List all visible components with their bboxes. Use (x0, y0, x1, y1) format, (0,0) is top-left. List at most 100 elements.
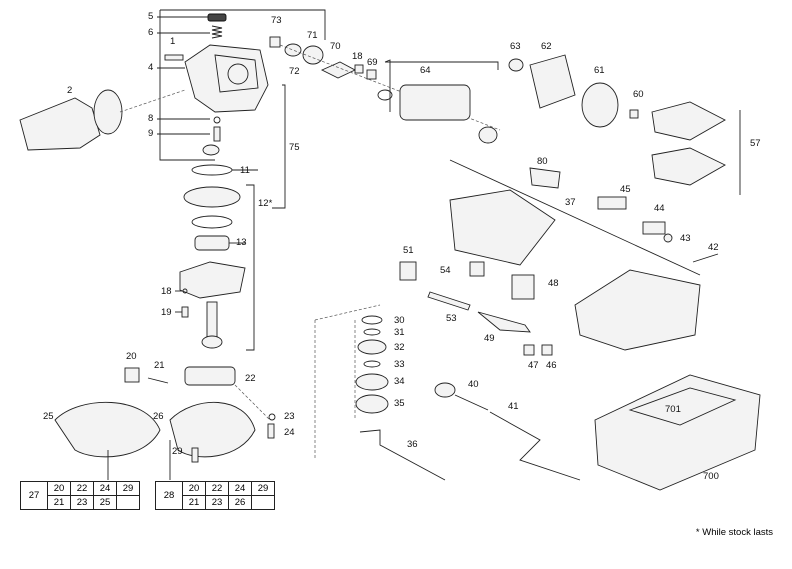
label-18-lower: 18 (161, 286, 172, 297)
part-11-o-ring (191, 164, 233, 176)
part-60-clip (629, 109, 639, 119)
kit-27-cell: 20 (47, 481, 71, 496)
kit-27-cell: 22 (70, 481, 94, 496)
part-700-case (594, 374, 761, 491)
kit-27-cell: 21 (47, 495, 71, 510)
label-30: 30 (394, 315, 405, 326)
part-20-lever (124, 367, 140, 383)
part-62-baffle (529, 54, 576, 109)
label-48: 48 (548, 278, 559, 289)
label-36: 36 (407, 439, 418, 450)
kit-28-cell: 24 (228, 481, 252, 496)
label-2: 2 (67, 85, 73, 96)
bracket-64 (384, 59, 499, 112)
bracket-4 (159, 10, 215, 161)
footnote: * While stock lasts (695, 527, 773, 538)
part-12-bearing-plate (179, 261, 246, 299)
part-42-screw (692, 253, 719, 263)
label-46: 46 (546, 360, 557, 371)
label-44: 44 (654, 203, 665, 214)
label-700: 700 (703, 471, 719, 482)
label-61: 61 (594, 65, 605, 76)
part-43-screw (663, 233, 673, 243)
part-73-nut (269, 36, 281, 48)
label-37: 37 (565, 197, 576, 208)
part-29-screw (191, 447, 199, 463)
part-57-field-upper (651, 101, 726, 141)
kit-27-header: 27 (20, 481, 48, 510)
part-35-nut (355, 394, 389, 414)
label-33: 33 (394, 359, 405, 370)
dash-guide-flange (314, 304, 381, 460)
part-13-bearing (194, 235, 230, 251)
part-30-ring (361, 315, 383, 325)
label-47: 47 (528, 360, 539, 371)
label-64: 64 (420, 65, 431, 76)
part-9-pin (213, 126, 221, 142)
label-22: 22 (245, 373, 256, 384)
part-motor-cover (574, 269, 701, 351)
label-5: 5 (148, 11, 154, 22)
label-1: 1 (170, 36, 176, 47)
label-69: 69 (367, 57, 378, 68)
part-36-spanner (359, 429, 446, 481)
label-70: 70 (330, 41, 341, 52)
label-6: 6 (148, 27, 154, 38)
label-18-upper: 18 (352, 51, 363, 62)
label-42: 42 (708, 242, 719, 253)
label-72: 72 (289, 66, 300, 77)
label-4: 4 (148, 62, 154, 73)
kit-28-header: 28 (155, 481, 183, 510)
part-49-lever (477, 311, 531, 333)
part-24-screw (267, 423, 275, 439)
kit-28-cell: 29 (251, 481, 275, 496)
part-64-armature (399, 84, 471, 121)
part-5-button (207, 13, 227, 22)
label-31: 31 (394, 327, 405, 338)
label-53: 53 (446, 313, 457, 324)
kit-28-cell: 22 (205, 481, 229, 496)
part-2-side-handle (19, 97, 101, 151)
part-63-bearing (508, 58, 524, 72)
label-49: 49 (484, 333, 495, 344)
part-12-bearing-flange (183, 186, 241, 208)
kit-27-cell: 24 (93, 481, 117, 496)
label-23: 23 (284, 411, 295, 422)
part-44-block (642, 221, 666, 235)
label-54: 54 (440, 265, 451, 276)
label-26: 26 (153, 411, 164, 422)
part-701-insert (628, 387, 737, 426)
label-9: 9 (148, 128, 154, 139)
part-25-guard (54, 402, 161, 458)
bracket-12 (246, 184, 255, 351)
part-23-o-ring (268, 413, 276, 421)
label-20: 20 (126, 351, 137, 362)
label-24: 24 (284, 427, 295, 438)
kit-28-cell: 21 (182, 495, 206, 510)
label-34: 34 (394, 376, 405, 387)
label-62: 62 (541, 41, 552, 52)
label-13: 13 (236, 237, 247, 248)
part-57-field-lower (651, 147, 726, 186)
part-72-bearing (284, 43, 302, 57)
kit-28-cell (251, 495, 275, 510)
label-73: 73 (271, 15, 282, 26)
label-80: 80 (537, 156, 548, 167)
label-43: 43 (680, 233, 691, 244)
label-40: 40 (468, 379, 479, 390)
label-51: 51 (403, 245, 414, 256)
label-35: 35 (394, 398, 405, 409)
kit-table-28: 28 20 22 24 29 21 23 26 (155, 481, 275, 510)
part-8-ring (213, 116, 221, 124)
part-46-clip (541, 344, 553, 356)
bracket-top (160, 9, 326, 40)
part-54-switch (469, 261, 485, 277)
label-21: 21 (154, 360, 165, 371)
label-32: 32 (394, 342, 405, 353)
part-31-ring (363, 328, 381, 336)
kit-28-cell: 23 (205, 495, 229, 510)
kit-27-cell: 23 (70, 495, 94, 510)
part-40-cord (434, 382, 456, 398)
